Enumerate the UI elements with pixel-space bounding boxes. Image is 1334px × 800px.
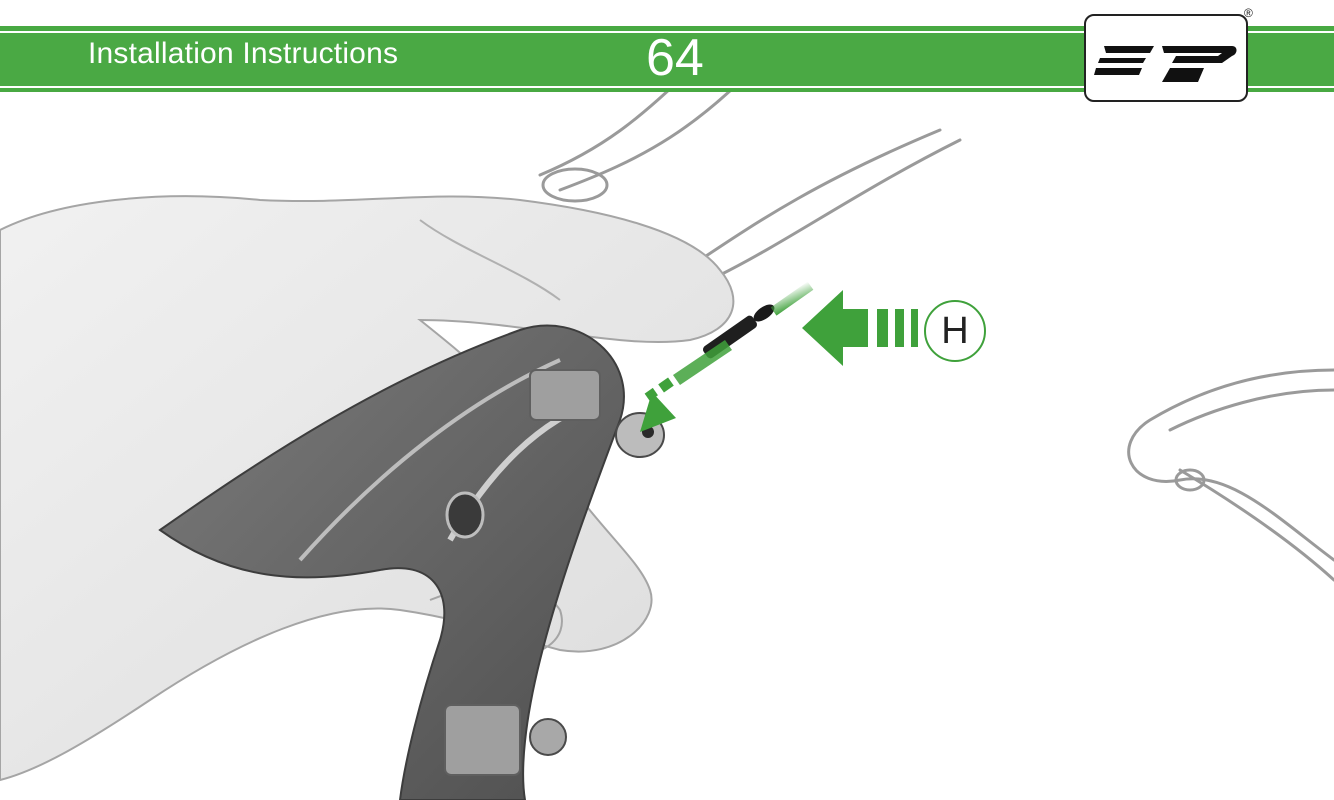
part-label-circle: H bbox=[924, 300, 986, 362]
direction-arrow-icon bbox=[802, 290, 918, 366]
part-label: H bbox=[926, 302, 984, 360]
document-title: Installation Instructions bbox=[88, 37, 398, 71]
insert-arrow-icon bbox=[640, 340, 732, 432]
registered-mark: ® bbox=[1244, 6, 1253, 20]
installation-illustration bbox=[0, 92, 1334, 800]
ep-logo bbox=[1084, 14, 1248, 102]
page-number: 64 bbox=[646, 26, 704, 90]
ep-logo-mark bbox=[1086, 16, 1246, 100]
